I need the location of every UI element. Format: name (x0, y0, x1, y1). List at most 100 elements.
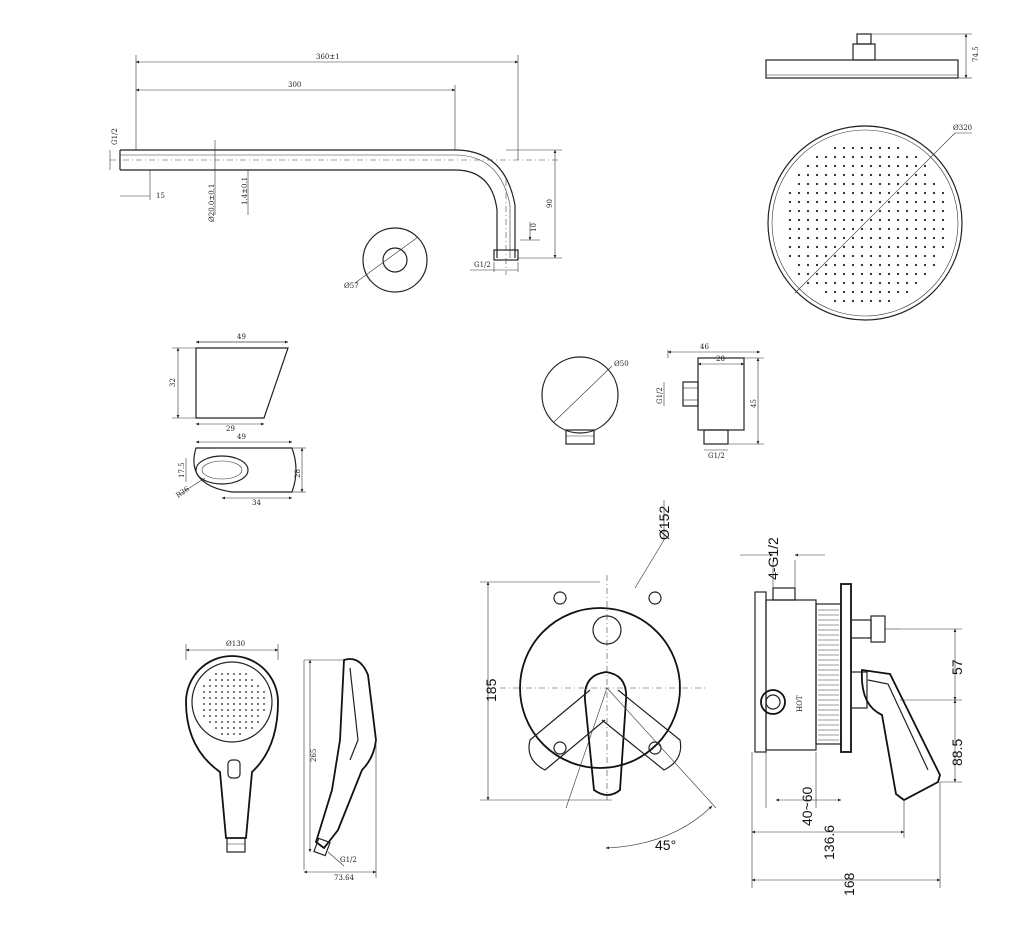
nozzle-dot (209, 715, 211, 717)
nozzle-dot (824, 290, 828, 294)
nozzle-dot (257, 703, 259, 705)
nozzle-dot (221, 715, 223, 717)
nozzle-dot (833, 164, 837, 168)
nozzle-dot (233, 733, 235, 735)
outlet-front (541, 356, 619, 434)
nozzle-dot (245, 679, 247, 681)
arm-pipe-top (120, 149, 516, 258)
nozzle-dot (851, 182, 855, 186)
nozzle-dot (239, 715, 241, 717)
nozzle-dot (806, 182, 810, 186)
nozzle-dot (239, 691, 241, 693)
nozzle-dot (209, 691, 211, 693)
nozzle-dot (860, 254, 864, 258)
nozzle-dot (245, 703, 247, 705)
nozzle-dot (233, 679, 235, 681)
nozzle-dot (815, 263, 819, 267)
nozzle-dot (860, 281, 864, 285)
nozzle-dot (815, 173, 819, 177)
arm-end-len: 10 (530, 223, 538, 232)
holder-slot: 17.5 (178, 462, 186, 478)
nozzle-dot (923, 245, 927, 249)
nozzle-dot (842, 218, 846, 222)
nozzle-dot (257, 697, 259, 699)
nozzle-dot (257, 715, 259, 717)
nozzle-dot (806, 191, 810, 195)
nozzle-dot (887, 227, 891, 231)
nozzle-dot (215, 715, 217, 717)
nozzle-dot (932, 182, 936, 186)
nozzle-dot (896, 263, 900, 267)
nozzle-dot (896, 191, 900, 195)
nozzle-dot (842, 263, 846, 267)
nozzle-dot (860, 155, 864, 159)
nozzle-dot (251, 679, 253, 681)
outlet-depth: 28 (716, 355, 725, 363)
handshower-button (227, 759, 241, 779)
nozzle-dot (887, 236, 891, 240)
nozzle-dot (887, 272, 891, 276)
nozzle-dot (215, 703, 217, 705)
nozzle-dot (851, 218, 855, 222)
nozzle-dot (797, 227, 801, 231)
arm-wall: 1.4±0.1 (241, 177, 249, 205)
nozzle-dot (869, 164, 873, 168)
nozzle-dot (824, 272, 828, 276)
nozzle-dot (233, 727, 235, 729)
holder-width-top: 49 (237, 333, 246, 341)
holder-radius: R26 (175, 485, 192, 500)
nozzle-dot (257, 691, 259, 693)
nozzle-dot (815, 254, 819, 258)
nozzle-dot (887, 164, 891, 168)
nozzle-dot (806, 236, 810, 240)
nozzle-dot (860, 290, 864, 294)
nozzle-dot (878, 200, 882, 204)
arm-flange-dia: Ø57 (344, 282, 359, 290)
nozzle-dot (842, 281, 846, 285)
nozzle-dot (914, 227, 918, 231)
holder-height: 32 (169, 378, 177, 387)
nozzle-dot (851, 299, 855, 303)
nozzle-dot (788, 254, 792, 258)
nozzle-dot (209, 703, 211, 705)
nozzle-dot (788, 218, 792, 222)
nozzle-dot (932, 218, 936, 222)
handshower-front (185, 655, 279, 839)
nozzle-dot (815, 209, 819, 213)
nozzle-dot (806, 209, 810, 213)
nozzle-dot (227, 685, 229, 687)
nozzle-dot (887, 245, 891, 249)
nozzle-dot (932, 191, 936, 195)
nozzle-dot (842, 146, 846, 150)
nozzle-dot (914, 173, 918, 177)
nozzle-dot (887, 191, 891, 195)
nozzle-dot (878, 272, 882, 276)
nozzle-dot (251, 721, 253, 723)
nozzle-dot (833, 290, 837, 294)
nozzle-dot (824, 173, 828, 177)
nozzle-dot (221, 733, 223, 735)
nozzle-dot (860, 245, 864, 249)
nozzle-dot (215, 709, 217, 711)
nozzle-dot (869, 227, 873, 231)
nozzle-dot (239, 721, 241, 723)
nozzle-dot (245, 673, 247, 675)
nozzle-dot (833, 236, 837, 240)
nozzle-dot (869, 191, 873, 195)
nozzle-dot (851, 227, 855, 231)
valve-plate-height: 185 (483, 678, 499, 702)
nozzle-dot (815, 272, 819, 276)
nozzle-dot (923, 272, 927, 276)
nozzle-dot (797, 182, 801, 186)
nozzle-dot (842, 200, 846, 204)
nozzle-dot (860, 209, 864, 213)
nozzle-dot (245, 697, 247, 699)
nozzle-dot (923, 236, 927, 240)
nozzle-dot (788, 191, 792, 195)
nozzle-dot (905, 200, 909, 204)
nozzle-dot (941, 236, 945, 240)
nozzle-dot (896, 290, 900, 294)
nozzle-dot (833, 254, 837, 258)
nozzle-dot (833, 299, 837, 303)
nozzle-dot (221, 703, 223, 705)
